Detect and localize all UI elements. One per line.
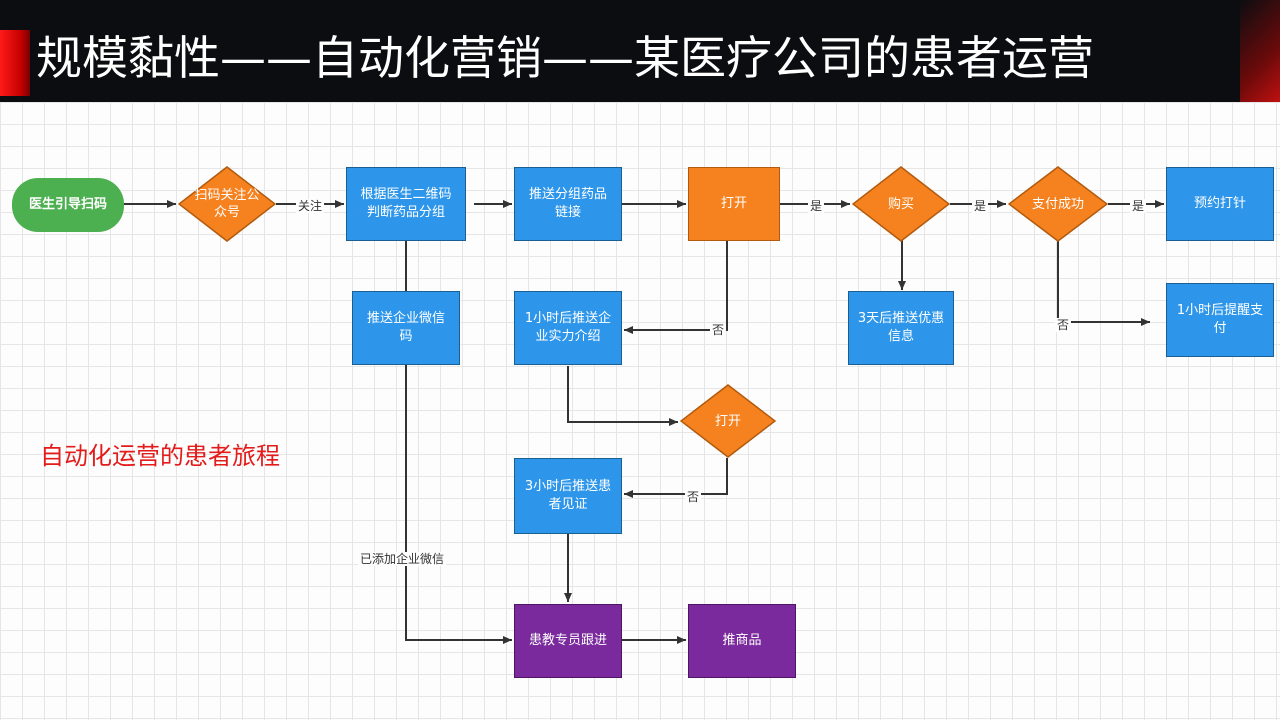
decision-scan-follow-label: 扫码关注公众号 (194, 188, 260, 220)
decision-scan-follow: 扫码关注公众号 (178, 166, 276, 242)
node-push-testimonial: 3小时后推送患者见证 (514, 458, 622, 534)
edge-open-to-intro (624, 240, 728, 334)
decision-buy-label: 购买 (887, 196, 914, 212)
decision-pay-success: 支付成功 (1008, 166, 1108, 242)
edge-label-yes-pay: 是 (972, 199, 989, 213)
decision-open-2-label: 打开 (714, 413, 741, 429)
header-red-accent (0, 30, 30, 96)
decision-pay-success-label: 支付成功 (1031, 196, 1084, 212)
decision-buy: 购买 (852, 166, 950, 242)
header-bar: 规模黏性——自动化营销——某医疗公司的患者运营 (0, 0, 1280, 102)
decision-open-2: 打开 (680, 384, 776, 458)
edge-label-follow: 关注 (296, 199, 325, 213)
edge-label-no-open2: 否 (685, 490, 702, 504)
node-push-coupon: 3天后推送优惠信息 (848, 291, 954, 365)
edge-label-no-open: 否 (710, 323, 727, 337)
edge-pay-to-remind (1057, 240, 1150, 326)
node-group-by-qr: 根据医生二维码判断药品分组 (346, 167, 466, 241)
edge-group-to-wecom (405, 240, 512, 644)
node-push-group-link: 推送分组药品链接 (514, 167, 622, 241)
node-push-company-intro: 1小时后推送企业实力介绍 (514, 291, 622, 365)
edge-label-yes-book: 是 (1130, 199, 1147, 213)
edge-label-no-pay: 否 (1055, 318, 1072, 332)
edge-label-yes-buy: 是 (808, 199, 825, 213)
page-title: 规模黏性——自动化营销——某医疗公司的患者运营 (36, 31, 1094, 85)
node-remind-payment: 1小时后提醒支付 (1166, 283, 1274, 357)
node-scan-start: 医生引导扫码 (12, 178, 124, 232)
edge-intro-to-open2 (567, 366, 678, 426)
node-open-1: 打开 (688, 167, 780, 241)
node-specialist-follow: 患教专员跟进 (514, 604, 622, 678)
node-book-injection: 预约打针 (1166, 167, 1274, 241)
journey-annotation: 自动化运营的患者旅程 (40, 442, 280, 470)
edge-open2-to-testimonial (624, 458, 728, 498)
edge-label-added-wecom: 已添加企业微信 (358, 552, 447, 566)
header-corner-accent (1240, 0, 1280, 102)
node-recommend-product: 推商品 (688, 604, 796, 678)
node-push-wecom-qr: 推送企业微信码 (352, 291, 460, 365)
